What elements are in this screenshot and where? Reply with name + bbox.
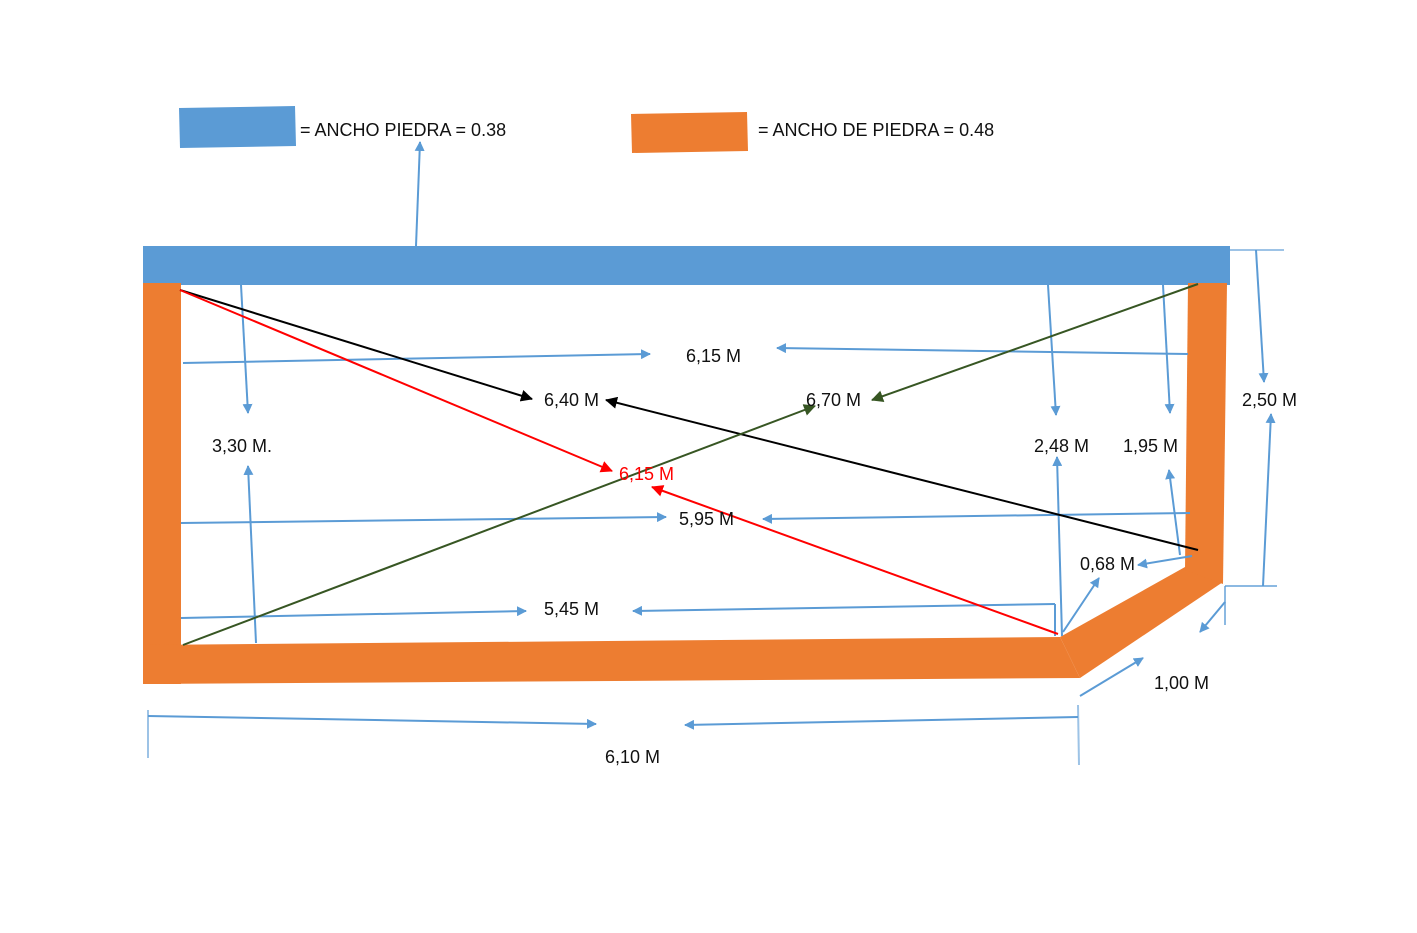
dim-chamfer-inner-up-arrow [1062,577,1100,633]
dim-right-outer-up-arrow [1262,413,1276,587]
diagonal-green-right-arrow [871,283,1199,402]
dim-right-outer-down-arrow [1255,249,1269,383]
dim-right-a-up-arrow [1052,456,1063,637]
label-diagonal-red: 6,15 M [619,464,674,484]
vertical-dimensions [240,249,1284,644]
diagonal-black-left-arrow [179,289,533,402]
label-diagonal-black: 6,40 M [544,390,599,410]
label-right-outer: 2,50 M [1242,390,1297,410]
dim-left-height-up-arrow [243,465,257,644]
diagonal-green-left-arrow [182,404,816,646]
dim-top-width-right-arrow [776,343,1189,355]
label-middle-width: 5,95 M [679,509,734,529]
dim-bottom-total-right-tick [1077,704,1080,766]
label-right-inner-b: 1,95 M [1123,436,1178,456]
label-bottom-total: 6,10 M [605,747,660,767]
legend-label-orange: = ANCHO DE PIEDRA = 0.48 [758,120,994,140]
legend-swatch-blue [179,106,296,148]
dim-right-b-down-arrow [1162,284,1175,414]
dim-right-b-up-arrow [1165,469,1181,556]
legend-leader-arrow [414,141,425,247]
dim-bottom-total-left-arrow [147,715,597,729]
label-lower-width: 5,45 M [544,599,599,619]
dim-middle-width-right-arrow [762,512,1191,524]
dim-top-width-left-arrow [182,349,651,364]
orange-wall-left [143,283,181,684]
diagonal-black-right-arrow [605,396,1199,551]
label-chamfer-inner: 0,68 M [1080,554,1135,574]
dim-right-a-down-arrow [1047,284,1061,416]
dim-chamfer-outer-up-arrow [1079,657,1144,697]
dim-bottom-total-right-arrow [684,716,1079,730]
legend: = ANCHO PIEDRA = 0.38 = ANCHO DE PIEDRA … [179,106,994,153]
label-left-height: 3,30 M. [212,436,272,456]
walls [143,246,1230,684]
dim-lower-width-left-arrow [180,606,527,619]
legend-label-blue: = ANCHO PIEDRA = 0.38 [300,120,506,140]
legend-swatch-orange [631,112,748,153]
blue-wall-top [143,246,1230,285]
label-top-width: 6,15 M [686,346,741,366]
diagonal-red-right-arrow [651,485,1059,635]
dim-left-height-down-arrow [240,284,253,414]
horizontal-dimensions [147,343,1191,766]
orange-wall-chamfer [1060,567,1223,678]
orange-wall-right [1185,283,1227,584]
diagonals [179,283,1199,646]
label-diagonal-green: 6,70 M [806,390,861,410]
dim-middle-width-left-arrow [180,512,667,524]
dim-chamfer-inner-left-arrow [1137,555,1193,569]
diagonal-red-left-arrow [179,289,613,473]
dimension-labels: 6,15 M 6,40 M 6,70 M 6,15 M 5,95 M 5,45 … [212,346,1297,767]
chamfer-dimensions [1062,555,1226,697]
label-right-inner-a: 2,48 M [1034,436,1089,456]
dim-lower-width-right-arrow [632,603,1056,616]
orange-wall-bottom [143,637,1080,684]
dim-chamfer-outer-down-arrow [1199,601,1226,633]
label-chamfer-outer: 1,00 M [1154,673,1209,693]
